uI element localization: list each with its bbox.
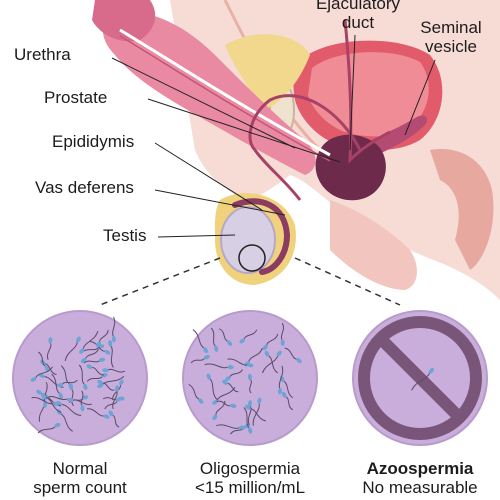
vas-deferens-tube xyxy=(248,94,362,201)
sperm-normal xyxy=(104,396,122,410)
label-seminal-vesicle-line1: Seminal xyxy=(420,18,482,37)
sperm-normal xyxy=(86,364,104,376)
prostate xyxy=(315,134,386,201)
sperm-normal xyxy=(102,368,126,373)
sperm-normal xyxy=(37,351,50,372)
sperm-normal xyxy=(64,336,81,362)
sperm-normal xyxy=(80,390,85,412)
label-ejaculatory-duct-line1: Ejaculatory xyxy=(315,0,401,13)
label-testis: Testis xyxy=(103,226,147,245)
sperm-oligospermia xyxy=(247,400,253,426)
sperm-oligospermia xyxy=(225,369,243,381)
sperm-normal xyxy=(108,410,120,428)
sperm-oligospermia xyxy=(188,383,204,404)
sperm-oligospermia xyxy=(239,329,258,344)
label-ejaculatory-duct-line2: duct xyxy=(341,13,375,32)
zoom-line-right xyxy=(294,257,401,306)
sperm-oligospermia xyxy=(243,407,253,434)
caption-normal: Normal sperm count xyxy=(0,459,160,497)
sperm-normal xyxy=(111,316,116,343)
sperm-normal xyxy=(96,329,109,348)
sperm-oligospermia xyxy=(192,329,209,354)
sperm-oligospermia xyxy=(245,404,266,422)
sperm-oligospermia xyxy=(281,391,294,411)
caption-normal-title: Normal xyxy=(52,459,108,478)
label-seminal-vesicle-line2: vesicle xyxy=(425,37,477,56)
sperm-normal xyxy=(83,357,106,364)
sperm-oligospermia xyxy=(212,400,226,421)
caption-oligospermia-title: Oligospermia xyxy=(199,459,301,478)
sperm-normal xyxy=(79,330,99,354)
sperm-normal xyxy=(51,373,63,399)
caption-azoospermia-title: Azoospermia xyxy=(366,459,474,478)
zoom-line-left xyxy=(99,257,221,306)
panel-circle-normal xyxy=(12,310,148,446)
leader-urethra xyxy=(111,57,296,149)
sperm-normal xyxy=(30,366,53,382)
thigh xyxy=(330,200,417,290)
label-seminal-vesicle: Seminal vesicle xyxy=(410,18,492,56)
rectum xyxy=(430,149,494,270)
glans xyxy=(92,0,156,42)
label-ejaculatory-duct: Ejaculatory duct xyxy=(302,0,414,32)
testis-highlight xyxy=(238,244,266,272)
sperm-oligospermia xyxy=(262,333,279,351)
no-sign-icon xyxy=(358,316,482,440)
leader-testis xyxy=(157,234,236,238)
sperm-normal xyxy=(87,408,110,419)
fat-pad xyxy=(225,34,310,111)
label-urethra: Urethra xyxy=(14,45,71,64)
label-prostate: Prostate xyxy=(44,88,108,107)
sperm-oligospermia xyxy=(206,373,218,400)
sperm-oligospermia xyxy=(190,354,210,364)
leader-ejaculatory-duct xyxy=(349,34,356,151)
urethra-tube xyxy=(119,28,331,157)
sperm-normal xyxy=(86,373,108,382)
sperm-oligospermia xyxy=(264,350,278,374)
sperm-normal xyxy=(69,383,74,407)
sperm-oligospermia xyxy=(222,379,239,393)
caption-normal-subtitle: sperm count xyxy=(33,478,127,497)
sperm-normal xyxy=(108,340,114,368)
label-vas-deferens: Vas deferens xyxy=(35,178,134,197)
sperm-oligospermia xyxy=(247,373,252,394)
sperm-oligospermia xyxy=(227,358,254,368)
sperm-oligospermia xyxy=(216,424,246,430)
sperm-normal xyxy=(40,392,62,414)
caption-oligospermia: Oligospermia <15 million/mL xyxy=(170,459,330,497)
leader-epididymis xyxy=(154,142,263,211)
sperm-oligospermia xyxy=(277,365,284,395)
leader-prostate xyxy=(147,98,341,163)
sperm-normal xyxy=(112,385,120,410)
sperm-normal xyxy=(46,337,53,360)
sperm-oligospermia xyxy=(219,328,233,346)
sperm-normal xyxy=(66,397,92,405)
sperm-oligospermia xyxy=(262,350,282,374)
caption-oligospermia-subtitle: <15 million/mL xyxy=(194,478,306,497)
caption-azoospermia: Azoospermia No measurable xyxy=(340,459,500,497)
label-epididymis: Epididymis xyxy=(52,132,135,151)
sperm-normal xyxy=(80,348,99,363)
sperm-groups xyxy=(30,316,435,435)
sperm-normal xyxy=(56,379,78,388)
sperm-normal xyxy=(97,379,115,391)
sperm-normal xyxy=(97,375,125,389)
sperm-oligospermia xyxy=(284,347,302,364)
sperm-normal xyxy=(37,422,61,434)
sperm-azoospermia xyxy=(411,367,435,391)
no-sign-slash xyxy=(375,333,465,423)
bladder-inner xyxy=(308,52,429,137)
sperm-oligospermia xyxy=(204,363,234,370)
leader-vas-deferens xyxy=(154,189,286,216)
sperm-oligospermia xyxy=(280,322,285,346)
sperm-normal xyxy=(78,364,88,391)
leader-seminal-vesicle xyxy=(404,59,436,136)
sperm-oligospermia xyxy=(210,327,219,352)
urethra-tube-outline xyxy=(119,35,331,162)
testis xyxy=(220,206,276,274)
epididymis xyxy=(232,198,291,275)
caption-azoospermia-subtitle: No measurable xyxy=(362,478,478,497)
